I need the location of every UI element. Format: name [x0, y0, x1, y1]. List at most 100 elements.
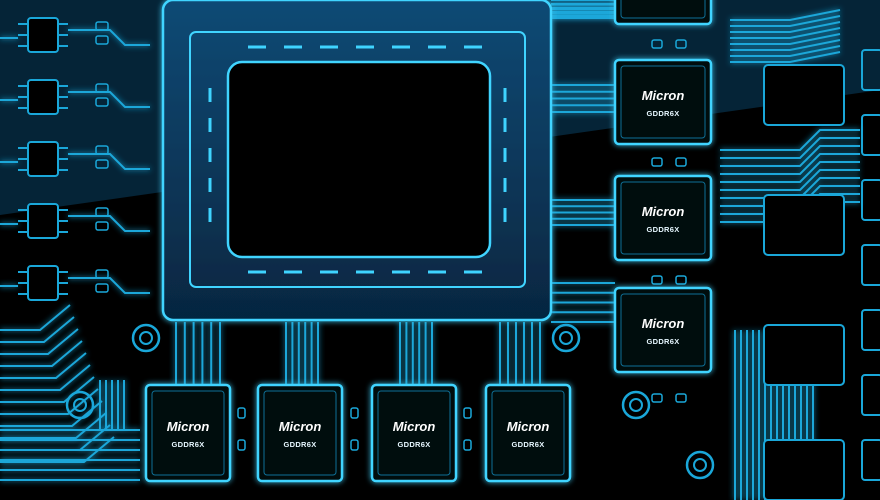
memory-chip-body	[484, 383, 572, 483]
smd	[463, 407, 472, 419]
trace	[720, 129, 860, 151]
edge-pad	[861, 309, 880, 351]
trace	[0, 352, 87, 379]
right-block	[763, 439, 845, 500]
via-ring	[559, 331, 573, 345]
smd	[95, 221, 109, 231]
trace	[0, 316, 75, 343]
micron-logo: Micron	[642, 204, 685, 219]
via-ring	[65, 390, 95, 420]
trace	[0, 388, 99, 415]
edge-pad	[861, 244, 880, 286]
micron-logo: Micron	[642, 88, 685, 103]
smd	[651, 275, 663, 285]
smd	[95, 269, 109, 279]
right-block	[763, 324, 845, 386]
trace	[730, 51, 841, 63]
memory-chip-layer: MicronGDDR6XMicronGDDR6XMicronGDDR6XMicr…	[144, 0, 713, 483]
memory-chip-body	[256, 383, 344, 483]
trace	[720, 137, 860, 159]
left-ic	[27, 203, 59, 239]
trace	[0, 328, 79, 355]
via-ring	[139, 331, 153, 345]
smd	[95, 83, 109, 93]
smd	[651, 157, 663, 167]
memory-type-label: GDDR6X	[646, 109, 679, 118]
memory-type-label: GDDR6X	[283, 440, 316, 449]
memory-chip-body	[370, 383, 458, 483]
smd	[675, 39, 687, 49]
trace	[730, 9, 841, 21]
edge-pad	[861, 374, 880, 416]
smd	[651, 39, 663, 49]
gpu-die	[161, 0, 553, 322]
memory-chip-inner	[151, 390, 225, 476]
micron-logo: Micron	[393, 419, 436, 434]
memory-chip-inner	[491, 390, 565, 476]
smd	[95, 283, 109, 293]
trace	[0, 304, 71, 331]
micron-logo: Micron	[167, 419, 210, 434]
smd	[350, 439, 359, 451]
smd	[95, 159, 109, 169]
memory-chip-body	[144, 383, 232, 483]
via-ring	[685, 450, 715, 480]
trace	[0, 436, 115, 463]
via-ring	[131, 323, 161, 353]
memory-chip-inner	[620, 65, 706, 139]
trace	[730, 21, 841, 33]
smd	[675, 393, 687, 403]
trace	[0, 364, 91, 391]
memory-chip-inner	[377, 390, 451, 476]
trace	[68, 215, 150, 232]
trace	[0, 376, 95, 403]
smd	[651, 393, 663, 403]
memory-chip-inner	[620, 293, 706, 367]
component-layer	[18, 17, 880, 500]
right-block	[763, 64, 845, 126]
trace	[730, 15, 841, 27]
trace	[0, 340, 83, 367]
memory-type-label: GDDR6X	[646, 225, 679, 234]
left-ic	[27, 79, 59, 115]
trace	[720, 169, 860, 191]
left-ic	[27, 265, 59, 301]
smd	[95, 97, 109, 107]
smd	[237, 407, 246, 419]
gpu-die-dashes	[208, 45, 507, 274]
micron-logo: Micron	[642, 316, 685, 331]
trace	[730, 33, 841, 45]
memory-type-label: GDDR6X	[171, 440, 204, 449]
trace	[720, 161, 860, 183]
smd	[95, 35, 109, 45]
smd	[95, 207, 109, 217]
smd	[675, 275, 687, 285]
left-ic	[27, 17, 59, 53]
trace	[68, 91, 150, 108]
memory-chip-inner	[620, 0, 706, 19]
trace	[720, 153, 860, 175]
memory-chip-body	[613, 174, 713, 262]
memory-chip-body	[613, 58, 713, 146]
micron-logo: Micron	[279, 419, 322, 434]
smd	[463, 439, 472, 451]
memory-type-label: GDDR6X	[511, 440, 544, 449]
memory-chip-inner	[620, 181, 706, 255]
memory-chip-body	[613, 286, 713, 374]
trace	[0, 412, 107, 439]
trace	[730, 27, 841, 39]
via-ring	[629, 398, 643, 412]
smd	[237, 439, 246, 451]
edge-pad	[861, 49, 880, 91]
memory-chip-inner	[263, 390, 337, 476]
via-ring	[621, 390, 651, 420]
